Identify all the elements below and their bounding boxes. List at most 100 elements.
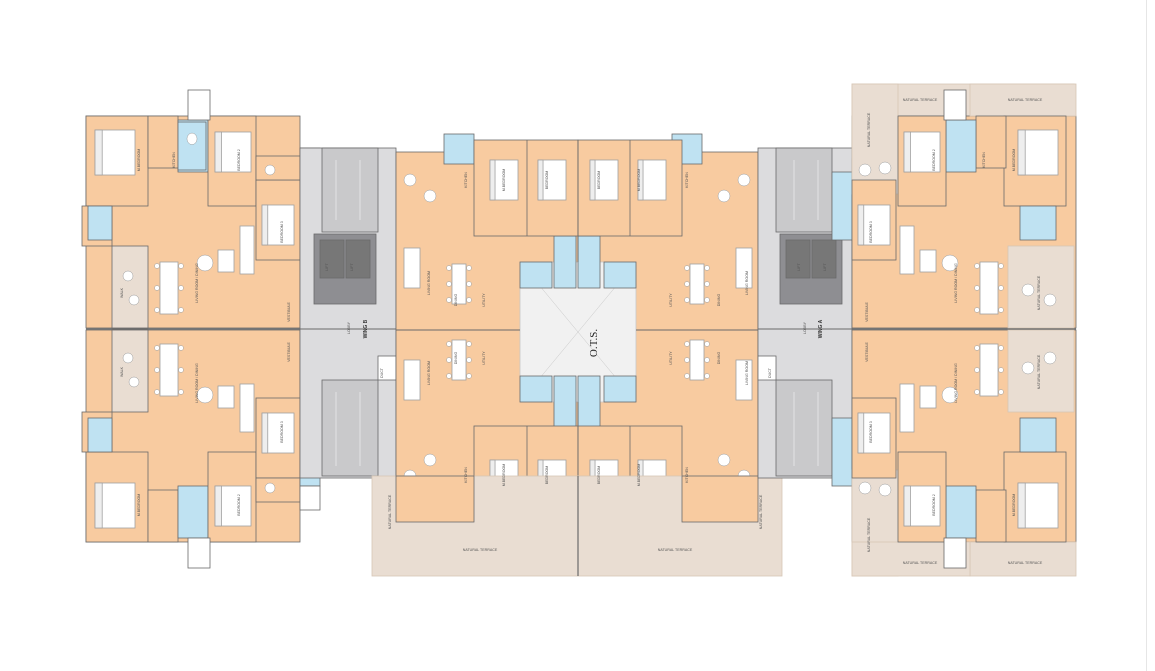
right-core-toilet-2 — [831, 417, 853, 487]
right-lower-dining-table-chair-r1 — [998, 367, 1004, 373]
central-dining-ne-chair-r0 — [704, 265, 710, 271]
central-dining-nw-chair-r2 — [466, 297, 472, 303]
central-dining-sw-chair-l0 — [446, 341, 452, 347]
right-upper-dining-table — [979, 261, 999, 315]
left-lower-rug — [196, 386, 214, 404]
right-upper-dining-table-chair-l2 — [974, 307, 980, 313]
central-dining-nw-chair-r0 — [466, 265, 472, 271]
right-lower-toilet-2 — [1019, 417, 1057, 453]
right-lower-rug — [941, 386, 959, 404]
right-upper-dining-table-chair-r1 — [998, 285, 1004, 291]
left-upper-dining-table-chair-l1 — [154, 285, 160, 291]
right-lower-sofa2 — [899, 383, 915, 433]
left-upper-kitchen — [147, 115, 179, 169]
left-upper-dining-table-chair-r1 — [178, 285, 184, 291]
right-upper-toilet-2 — [1019, 205, 1057, 241]
central-toilet-s2 — [577, 375, 601, 429]
left-upper-planter2 — [128, 294, 140, 306]
central-toilet-n2 — [577, 235, 601, 289]
central-toilet-sw — [519, 375, 553, 403]
left-upper-dress — [255, 155, 301, 181]
right-lower-toilet-1 — [945, 485, 977, 539]
central-toilet-se — [603, 375, 637, 403]
left-upper-dining-table-chair-r2 — [178, 307, 184, 313]
left-upper-rug — [196, 254, 214, 272]
central-round-nw2 — [423, 189, 437, 203]
right-lower-dining-table-chair-l1 — [974, 367, 980, 373]
left-lower-toilet-2 — [87, 417, 113, 453]
right-core-lift-1 — [785, 239, 811, 279]
left-lower-dining-table-chair-r1 — [178, 367, 184, 373]
left-upper-bed-1-headboard — [94, 129, 103, 176]
right-lower-terrace-e — [1007, 329, 1075, 413]
central-dining-se-chair-l2 — [684, 373, 690, 379]
central-sofa-nw — [403, 247, 421, 289]
left-upper-bed-3-headboard — [261, 204, 269, 246]
central-toilet-s1 — [553, 375, 577, 429]
left-lower-round1 — [264, 482, 276, 494]
left-lower-bed-1-headboard — [94, 482, 103, 529]
central-top-toilet-left — [443, 133, 475, 165]
left-upper-bed-2-headboard — [214, 131, 222, 173]
central-dining-nw-chair-r1 — [466, 281, 472, 287]
left-lower-dining-table-chair-l1 — [154, 367, 160, 373]
right-lower-duct — [943, 537, 967, 569]
central-round-ne1 — [737, 173, 751, 187]
central-dining-sw — [451, 339, 467, 381]
left-upper-sofa — [217, 249, 235, 273]
central-dining-ne-chair-l1 — [684, 281, 690, 287]
left-lower-bed-3-headboard — [261, 412, 269, 454]
left-upper-dining-table-chair-l2 — [154, 307, 160, 313]
right-upper-round1 — [858, 163, 872, 177]
central-dining-nw — [451, 263, 467, 305]
right-upper-dining-table-chair-r2 — [998, 307, 1004, 313]
right-lower-dining-table-chair-l0 — [974, 345, 980, 351]
left-lower-sofa — [217, 385, 235, 409]
central-dining-se-chair-r1 — [704, 357, 710, 363]
left-core-lift-1 — [319, 239, 345, 279]
central-dining-nw-chair-l1 — [446, 281, 452, 287]
right-upper-duct — [943, 89, 967, 121]
left-lower-planter1 — [122, 352, 134, 364]
right-upper-round2 — [878, 161, 892, 175]
right-lower-terrace-bot — [969, 541, 1077, 577]
left-lower-dining-table-chair-r2 — [178, 389, 184, 395]
central-dining-sw-chair-l1 — [446, 357, 452, 363]
central-round-ne2 — [717, 189, 731, 203]
left-core-duct — [377, 355, 397, 381]
left-upper-wc-wc — [186, 132, 198, 145]
left-upper-dining-table — [159, 261, 179, 315]
right-lower-bed-2-headboard — [903, 485, 911, 527]
central-dining-se — [689, 339, 705, 381]
central-dining-ne-chair-l2 — [684, 297, 690, 303]
left-lower-dining-table-chair-l0 — [154, 345, 160, 351]
central-terrace-left-room — [395, 475, 475, 523]
left-lower-sofa2 — [239, 383, 255, 433]
central-dining-sw-chair-r2 — [466, 373, 472, 379]
left-upper-sofa2 — [239, 225, 255, 275]
left-lower-duct2 — [299, 485, 321, 511]
left-lower-toilet-1 — [177, 485, 209, 539]
left-upper-dining-table-chair-l0 — [154, 263, 160, 269]
right-lower-dining-table-chair-l2 — [974, 389, 980, 395]
right-upper-sofa — [919, 249, 937, 273]
left-lower-dining-table — [159, 343, 179, 397]
right-upper-terrace-e — [1007, 245, 1075, 329]
central-dining-nw-chair-l0 — [446, 265, 452, 271]
left-lower-duct — [187, 537, 211, 569]
left-upper-walk-terrace — [111, 245, 149, 329]
central-dining-sw-chair-l2 — [446, 373, 452, 379]
right-lower-dining-table-chair-r2 — [998, 389, 1004, 395]
right-lower-planter1 — [1021, 361, 1035, 375]
right-upper-kitchen — [975, 115, 1007, 169]
left-upper-planter1 — [122, 270, 134, 282]
right-core-duct — [757, 355, 777, 381]
central-round-sw2 — [423, 453, 437, 467]
right-lower-bed-3-headboard — [857, 412, 865, 454]
right-core-lift-2 — [811, 239, 837, 279]
right-lower-planter2 — [1043, 351, 1057, 365]
right-upper-dining-table-chair-r0 — [998, 263, 1004, 269]
left-lower-dress — [255, 477, 301, 503]
central-sofa-sw — [403, 359, 421, 401]
